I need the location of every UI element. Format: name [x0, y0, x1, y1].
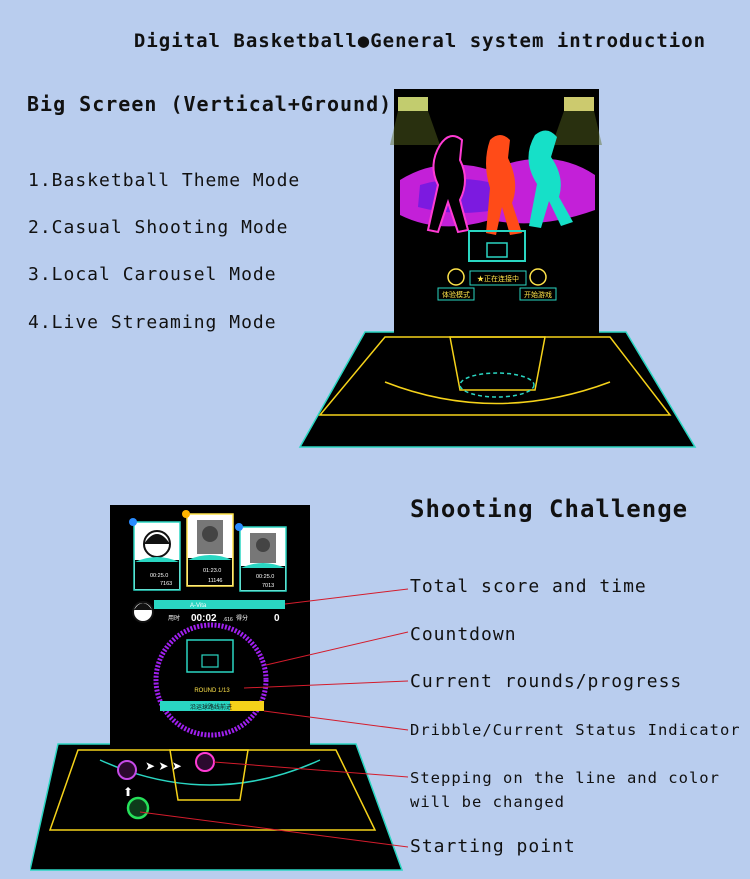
svg-text:7013: 7013: [262, 583, 274, 589]
dribble-marker: [117, 760, 137, 780]
player-card: 00:25.0 7013: [235, 523, 287, 592]
svg-text:➤ ➤ ➤: ➤ ➤ ➤: [145, 759, 182, 773]
challenge-title: Shooting Challenge: [410, 495, 689, 523]
status-bar: [160, 701, 264, 711]
svg-text:⬆: ⬆: [123, 785, 133, 799]
annotation-stepping-line2: will be changed: [410, 793, 565, 811]
mode-item: 1.Basketball Theme Mode: [28, 170, 301, 191]
svg-text:用时: 用时: [168, 614, 180, 622]
mode-item: 3.Local Carousel Mode: [28, 264, 277, 285]
annotation-stepping: Stepping on the line and color will be c…: [410, 766, 720, 814]
player-card: 00:25.0 7163: [129, 518, 181, 591]
annotation-countdown: Countdown: [410, 624, 517, 645]
svg-text:得分: 得分: [236, 614, 248, 622]
big-screen-subtitle: Big Screen (Vertical+Ground): [27, 92, 393, 116]
annotation-starting: Starting point: [410, 836, 576, 857]
countdown-ring: [153, 622, 269, 738]
svg-text:A-Vita: A-Vita: [190, 603, 207, 609]
svg-text:01:23.0: 01:23.0: [203, 568, 221, 574]
annotation-total-score: Total score and time: [410, 576, 647, 597]
svg-text:7163: 7163: [160, 581, 172, 587]
page-title: Digital Basketball●General system introd…: [133, 30, 707, 52]
annotation-rounds: Current rounds/progress: [410, 671, 683, 692]
annotation-dribble: Dribble/Current Status Indicator: [410, 721, 741, 739]
annotation-stepping-line1: Stepping on the line and color: [410, 769, 720, 787]
mode-item: 2.Casual Shooting Mode: [28, 217, 289, 238]
svg-text:沿运球路线前进: 沿运球路线前进: [190, 703, 232, 711]
player-card: 01:23.0 11146: [182, 510, 234, 587]
round-indicator: ROUND 1/13: [194, 688, 230, 694]
svg-text:开始游戏: 开始游戏: [524, 290, 552, 299]
big-screen-illustration: 体验模式 ★正在连接中 开始游戏: [298, 89, 697, 448]
mode-item: 4.Live Streaming Mode: [28, 312, 277, 333]
total-score-bar: [154, 600, 285, 609]
score: 0: [274, 613, 280, 624]
svg-text:00:25.0: 00:25.0: [256, 574, 274, 580]
svg-text:11146: 11146: [208, 578, 222, 584]
target-marker: [195, 752, 215, 772]
start-marker: [126, 796, 150, 820]
svg-text:★正在连接中: ★正在连接中: [477, 274, 519, 283]
timer: 00:02: [191, 613, 217, 624]
svg-text:体验模式: 体验模式: [442, 290, 470, 299]
floor-court: [30, 743, 404, 871]
svg-text:.616: .616: [223, 617, 233, 623]
svg-text:00:25.0: 00:25.0: [150, 573, 168, 579]
annotation-lines: [139, 588, 409, 848]
challenge-illustration: ➤ ➤ ➤ ⬆ 00:25.0 7163 01:23.0 11146 00:25…: [30, 505, 409, 871]
